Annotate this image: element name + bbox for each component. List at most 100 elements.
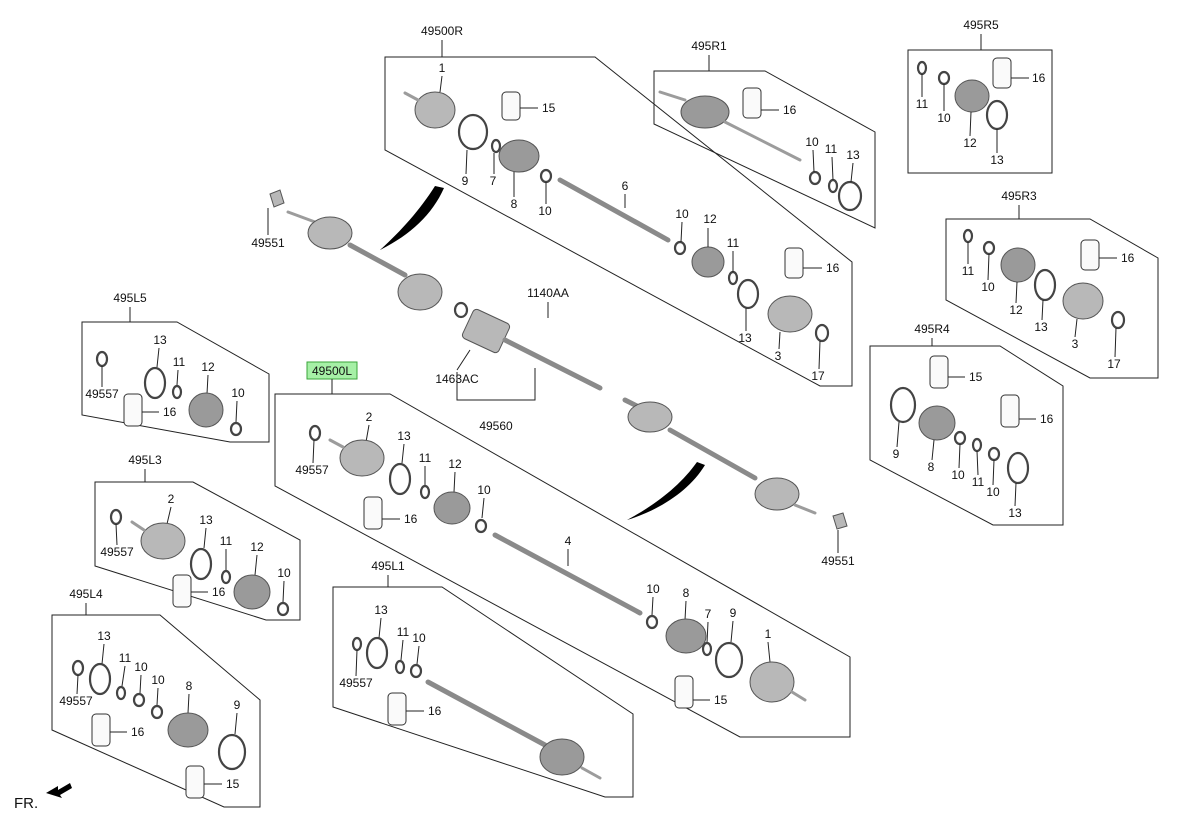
part-label-11[interactable]: 11 [419,451,432,465]
group-title-495L4[interactable]: 495L4 [69,587,103,601]
part-label-11[interactable]: 11 [916,97,929,111]
part-label-10[interactable]: 10 [538,204,552,218]
part-label-10[interactable]: 10 [937,111,951,125]
group-title-495L1[interactable]: 495L1 [371,559,405,573]
part-label-10[interactable]: 10 [277,566,291,580]
part-label-10[interactable]: 10 [986,485,1000,499]
part-label-11[interactable]: 11 [397,625,410,639]
part-label-49557[interactable]: 49557 [100,545,134,559]
part-label-10[interactable]: 10 [477,483,491,497]
part-label-16[interactable]: 16 [1032,71,1046,85]
group-title-495R1[interactable]: 495R1 [691,39,727,53]
part-label-9[interactable]: 9 [234,698,241,712]
part-label-10[interactable]: 10 [805,135,819,149]
part-label-49557[interactable]: 49557 [295,463,329,477]
part-label-9[interactable]: 9 [893,447,900,461]
part-label-12[interactable]: 12 [703,212,717,226]
group-title-495R3[interactable]: 495R3 [1001,189,1037,203]
part-label-13[interactable]: 13 [738,331,752,345]
part-label-11[interactable]: 11 [825,142,838,156]
part-label-16[interactable]: 16 [212,585,226,599]
part-label-2[interactable]: 2 [168,492,175,506]
part-label-2[interactable]: 2 [366,410,373,424]
part-label-11[interactable]: 11 [173,355,186,369]
part-label-49557[interactable]: 49557 [59,694,93,708]
part-label-9[interactable]: 9 [462,174,469,188]
ring-icon [814,323,830,343]
part-label-7[interactable]: 7 [490,174,497,188]
part-label-17[interactable]: 17 [811,369,825,383]
part-label-16[interactable]: 16 [783,103,797,117]
part-label-12[interactable]: 12 [201,360,215,374]
part-label-11[interactable]: 11 [220,534,233,548]
part-label-11[interactable]: 11 [962,264,975,278]
part-label-4[interactable]: 4 [565,534,572,548]
part-label-15[interactable]: 15 [714,693,728,707]
part-label-3[interactable]: 3 [1072,337,1079,351]
part-label-3[interactable]: 3 [775,349,782,363]
part-label-17[interactable]: 17 [1107,357,1121,371]
part-label-8[interactable]: 8 [928,460,935,474]
part-label-8[interactable]: 8 [683,586,690,600]
part-label-16[interactable]: 16 [428,704,442,718]
boot-icon [433,491,471,525]
part-label-8[interactable]: 8 [186,679,193,693]
part-label-1140AA[interactable]: 1140AA [527,286,569,300]
group-title-495L5[interactable]: 495L5 [113,291,147,305]
part-label-16[interactable]: 16 [163,405,177,419]
group-title-49500R[interactable]: 49500R [421,24,463,38]
group-title-495L3[interactable]: 495L3 [128,453,162,467]
part-label-8[interactable]: 8 [511,197,518,211]
part-label-49557[interactable]: 49557 [339,676,373,690]
group-title-49500L[interactable]: 49500L [312,364,352,378]
group-title-495R5[interactable]: 495R5 [963,18,999,32]
part-label-15[interactable]: 15 [226,777,240,791]
part-label-13[interactable]: 13 [153,333,167,347]
part-label-11[interactable]: 11 [972,475,985,489]
grease-tube-icon [387,692,407,726]
part-label-11[interactable]: 11 [119,651,132,665]
part-label-10[interactable]: 10 [675,207,689,221]
part-label-9[interactable]: 9 [730,606,737,620]
shaft-icon [425,679,548,748]
part-label-12[interactable]: 12 [448,457,462,471]
part-label-15[interactable]: 15 [542,101,556,115]
part-label-12[interactable]: 12 [963,136,977,150]
ring-icon [409,663,423,679]
part-label-12[interactable]: 12 [1009,303,1023,317]
part-label-16[interactable]: 16 [131,725,145,739]
part-label-11[interactable]: 11 [727,236,740,250]
part-label-13[interactable]: 13 [1034,320,1048,334]
part-label-10[interactable]: 10 [151,673,165,687]
part-label-49551[interactable]: 49551 [251,236,285,250]
part-label-49551[interactable]: 49551 [821,554,855,568]
part-label-7[interactable]: 7 [705,607,712,621]
part-label-10[interactable]: 10 [412,631,426,645]
part-label-1[interactable]: 1 [765,627,772,641]
grease-tube-icon [674,675,694,709]
part-label-15[interactable]: 15 [969,370,983,384]
part-label-12[interactable]: 12 [250,540,264,554]
part-label-1[interactable]: 1 [439,61,446,75]
part-label-13[interactable]: 13 [990,153,1004,167]
part-label-16[interactable]: 16 [404,512,418,526]
part-label-13[interactable]: 13 [397,429,411,443]
part-label-16[interactable]: 16 [826,261,840,275]
part-label-13[interactable]: 13 [1008,506,1022,520]
part-label-13[interactable]: 13 [846,148,860,162]
part-label-16[interactable]: 16 [1121,251,1135,265]
part-label-13[interactable]: 13 [199,513,213,527]
part-label-10[interactable]: 10 [951,468,965,482]
part-label-10[interactable]: 10 [231,386,245,400]
part-label-49557[interactable]: 49557 [85,387,119,401]
part-label-13[interactable]: 13 [374,603,388,617]
grease-tube-icon [1080,239,1100,271]
part-label-13[interactable]: 13 [97,629,111,643]
part-label-10[interactable]: 10 [134,660,148,674]
part-label-49560[interactable]: 49560 [479,419,513,433]
part-label-10[interactable]: 10 [981,280,995,294]
part-label-16[interactable]: 16 [1040,412,1054,426]
group-title-495R4[interactable]: 495R4 [914,322,950,336]
part-label-10[interactable]: 10 [646,582,660,596]
part-label-6[interactable]: 6 [622,179,629,193]
